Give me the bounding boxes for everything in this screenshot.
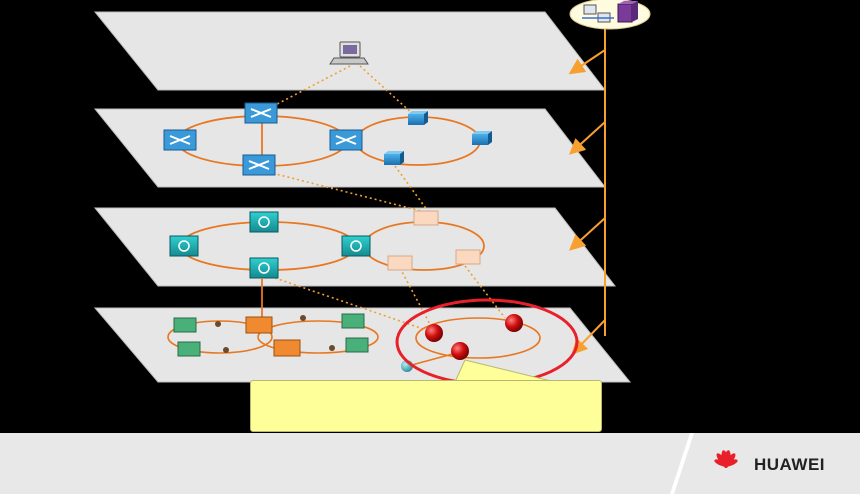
access-ring-links — [167, 317, 541, 367]
footer-divider — [670, 433, 694, 494]
brand-name: HUAWEI — [754, 455, 825, 474]
inter-layer-links — [261, 65, 506, 333]
blue-cube-icon — [384, 111, 492, 165]
network-management-icon — [569, 0, 651, 30]
red-sphere-node-icon — [401, 314, 523, 372]
workstation-icon — [329, 41, 369, 65]
beige-node-icon — [387, 210, 481, 271]
brand-logo: HUAWEI — [706, 450, 825, 480]
core-switch-icon — [163, 102, 363, 176]
callout-box — [250, 380, 602, 432]
link-connector-icon — [215, 315, 335, 353]
nms-management-arrows — [568, 28, 606, 355]
router-icon — [169, 211, 371, 279]
access-switch-icon — [173, 313, 369, 357]
huawei-petal-logo-icon — [714, 450, 738, 468]
footer-band — [0, 433, 860, 494]
